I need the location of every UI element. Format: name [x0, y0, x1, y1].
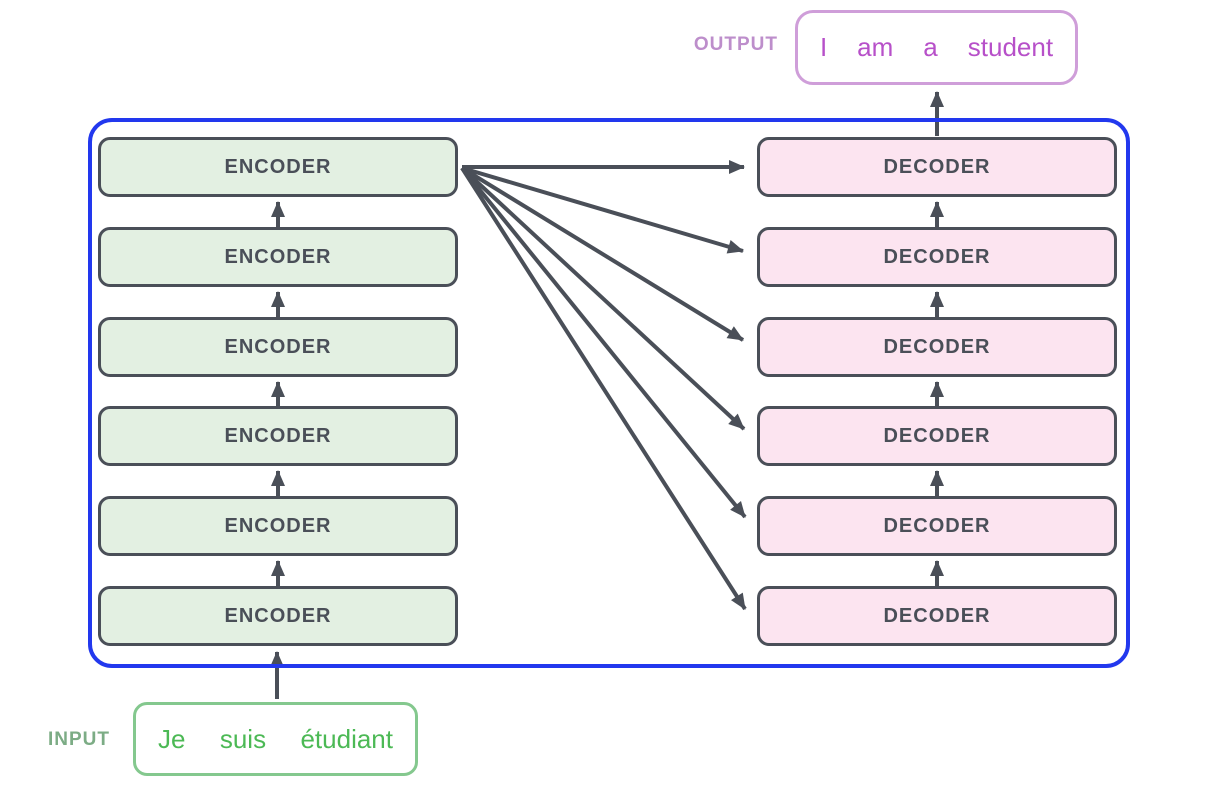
output-word: a: [923, 32, 938, 62]
arrow-encoder-to-decoder-3: [460, 166, 745, 342]
output-word: am: [857, 32, 894, 62]
input-word: étudiant: [300, 723, 393, 754]
output-label: OUTPUT: [693, 34, 778, 55]
output-word: student: [967, 32, 1054, 62]
decoder-box-1: DECODER: [757, 137, 1117, 197]
encoder-box-2: ENCODER: [98, 227, 458, 287]
encoder-box-3: ENCODER: [98, 317, 458, 377]
decoder-box-5: DECODER: [757, 496, 1117, 556]
arrow-encoder-to-decoder-2: [461, 166, 744, 254]
output-sentence-box: I am a student: [795, 10, 1078, 85]
output-word: I: [819, 32, 828, 62]
input-word: Je: [158, 723, 186, 754]
input-word: suis: [219, 723, 267, 754]
decoder-box-2: DECODER: [757, 227, 1117, 287]
encoder-box-5: ENCODER: [98, 496, 458, 556]
decoder-box-6: DECODER: [757, 586, 1117, 646]
input-label: INPUT: [48, 729, 110, 750]
decoder-box-3: DECODER: [757, 317, 1117, 377]
encoder-box-6: ENCODER: [98, 586, 458, 646]
encoder-box-4: ENCODER: [98, 406, 458, 466]
arrow-encoder-to-decoder-6: [460, 166, 747, 611]
encoder-box-1: ENCODER: [98, 137, 458, 197]
input-sentence-box: Je suis étudiant: [133, 702, 418, 776]
arrow-encoder-to-decoder-4: [460, 166, 746, 431]
decoder-box-4: DECODER: [757, 406, 1117, 466]
arrow-encoder-to-decoder-5: [460, 166, 747, 519]
